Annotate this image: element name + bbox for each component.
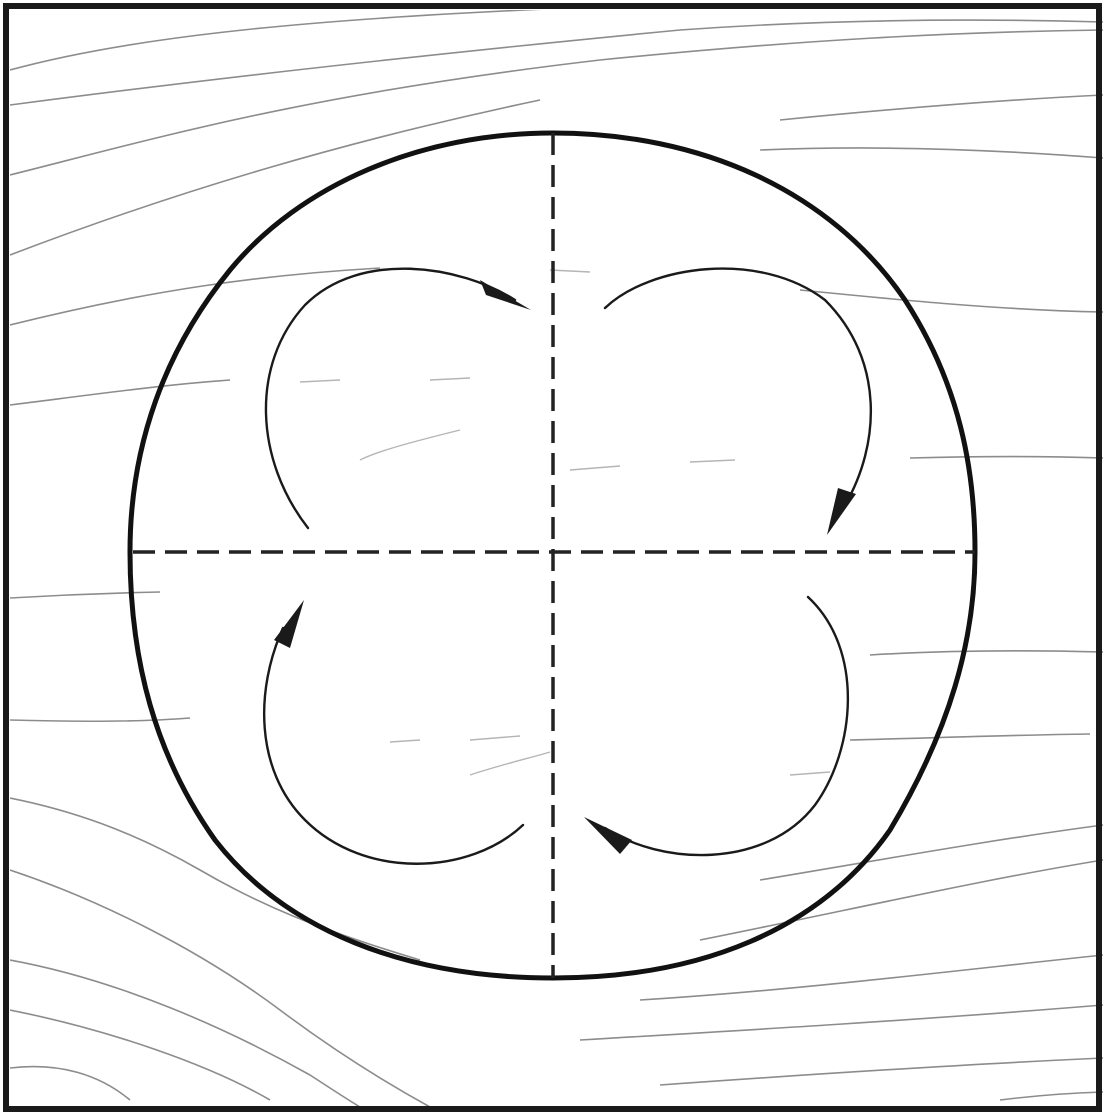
diagram-canvas	[0, 0, 1103, 1115]
